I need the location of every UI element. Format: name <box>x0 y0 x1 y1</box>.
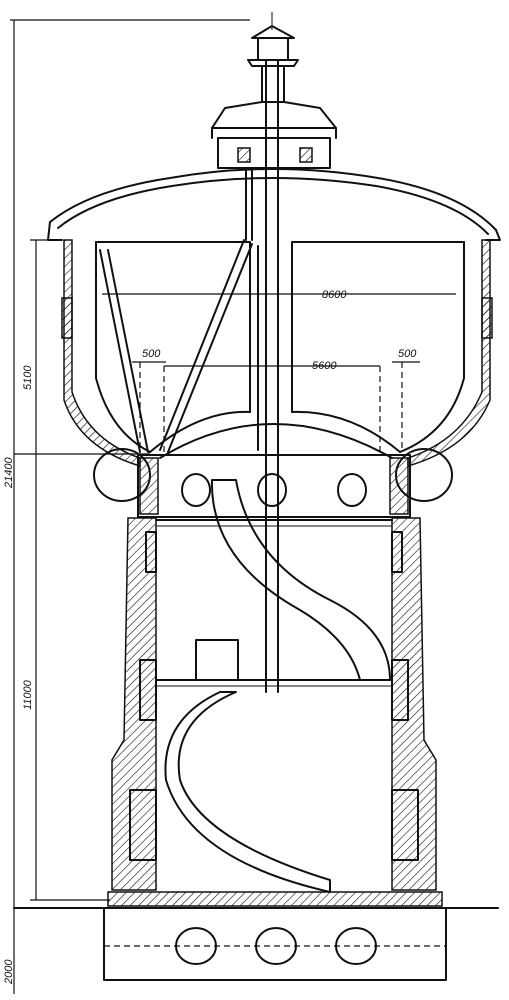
dim-left-offset: 500 <box>142 348 161 360</box>
dim-tank-height: 5100 <box>22 365 34 390</box>
ring-beam <box>93 448 453 518</box>
dim-tank-outer-width: 8600 <box>322 289 347 301</box>
dim-foundation-depth: 2000 <box>3 959 15 985</box>
dome-roof <box>47 168 501 241</box>
dim-overall-height: 21400 <box>3 457 15 489</box>
dim-right-offset: 500 <box>398 348 417 360</box>
central-pipe <box>265 59 279 693</box>
roof-lantern <box>211 12 337 169</box>
foundation <box>13 891 499 981</box>
dim-shaft-height: 11000 <box>22 679 34 710</box>
dimension-lines <box>10 19 456 994</box>
masonry-shaft <box>111 517 437 891</box>
ladders <box>99 169 259 453</box>
dim-inner-width: 5600 <box>312 360 337 372</box>
